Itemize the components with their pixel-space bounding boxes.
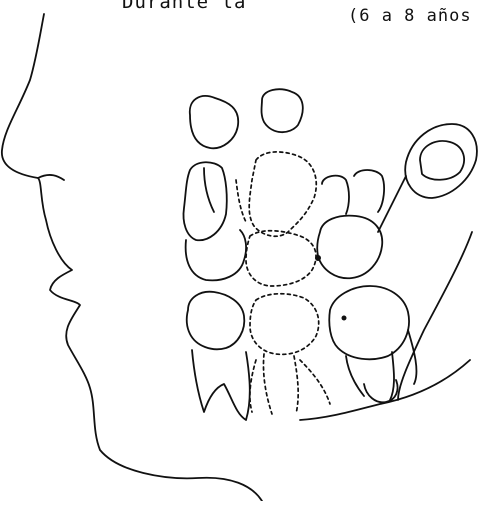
eruption-mark-upper <box>315 255 321 261</box>
upper-right-crown-2 <box>354 170 384 212</box>
developing-molar-crypt <box>405 124 477 198</box>
developing-molar-crown <box>420 141 464 180</box>
face-profile <box>2 14 262 501</box>
developing-tooth-upper-2 <box>236 180 246 222</box>
lower-first-molar <box>329 286 409 359</box>
developing-tooth-lower <box>250 294 319 355</box>
lower-primary-molar <box>187 292 245 350</box>
lower-first-molar-roots <box>346 330 416 400</box>
developing-tooth-lower-crown <box>300 360 330 404</box>
developing-tooth-upper <box>249 152 316 236</box>
upper-right-crown-1 <box>322 176 349 214</box>
upper-first-molar <box>317 216 382 279</box>
upper-canine-tooth <box>184 162 227 240</box>
nostril-line <box>38 175 64 180</box>
upper-canine-root <box>204 168 214 212</box>
caption-line-2: (6 a 8 años <box>348 6 472 26</box>
lower-canine-tooth <box>192 350 250 420</box>
upper-lateral-crown <box>262 89 303 132</box>
developing-tooth-lower-root <box>250 354 298 414</box>
cheek-contour <box>300 360 470 420</box>
eruption-mark-lower <box>342 316 347 321</box>
upper-primary-molar <box>186 230 246 280</box>
developing-tooth-mid <box>246 231 316 286</box>
upper-incisor-crown <box>190 96 238 148</box>
caption-line-1: Durante la <box>122 0 246 13</box>
